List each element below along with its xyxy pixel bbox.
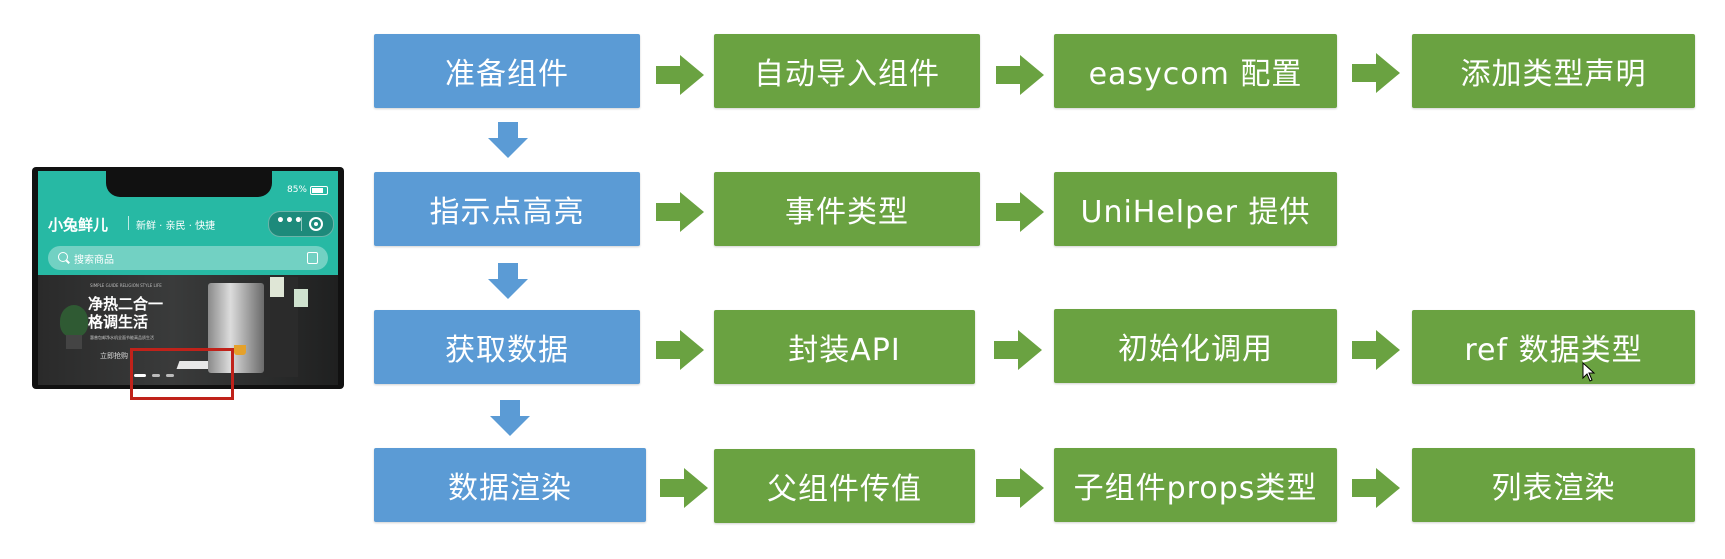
swiper-banner[interactable]: SIMPLE GUIDE RELIGION STYLE LIFE 净热二合一 格… <box>38 275 338 385</box>
plant-pot <box>66 335 82 349</box>
more-icon[interactable]: ••• <box>276 213 303 229</box>
arrow-right-icon <box>1352 53 1400 93</box>
arrow-right-icon <box>996 192 1044 232</box>
banner-link[interactable]: 立即抢购 <box>100 352 128 360</box>
step-render-data: 数据渲染 <box>374 448 646 522</box>
phone-notch <box>106 171 272 197</box>
item-easycom-config: easycom 配置 <box>1054 34 1337 108</box>
target-icon[interactable] <box>309 217 323 231</box>
arrow-down-icon <box>488 263 528 299</box>
phone-mockup: 85% 小兔鲜儿 新鲜 · 亲民 · 快捷 ••• 搜索商品 SIMPLE GU… <box>32 167 344 389</box>
scan-icon[interactable] <box>307 252 318 264</box>
item-parent-pass-value: 父组件传值 <box>714 449 975 523</box>
indicator-dot-active[interactable] <box>134 374 146 377</box>
phone-screen: 85% 小兔鲜儿 新鲜 · 亲民 · 快捷 ••• 搜索商品 SIMPLE GU… <box>38 171 338 385</box>
battery-icon <box>310 185 328 195</box>
banner-subtitle: 惠普包邮净水机全面节能高品质生活 <box>90 335 154 340</box>
battery-status: 85% <box>287 185 328 195</box>
item-ref-data-type: ref 数据类型 <box>1412 310 1695 384</box>
search-input[interactable]: 搜索商品 <box>48 246 328 270</box>
search-icon <box>58 252 68 262</box>
banner-title-line1: 净热二合一 <box>88 295 164 313</box>
mini-program-capsule[interactable]: ••• <box>268 211 334 237</box>
banner-title-line2: 格调生活 <box>88 313 149 331</box>
app-tagline: 新鲜 · 亲民 · 快捷 <box>136 221 216 232</box>
item-auto-import: 自动导入组件 <box>714 34 980 108</box>
arrow-right-icon <box>1352 330 1400 370</box>
arrow-down-icon <box>488 122 528 158</box>
app-header: 85% 小兔鲜儿 新鲜 · 亲民 · 快捷 ••• 搜索商品 <box>38 171 338 275</box>
coffee-machine-image <box>208 283 264 373</box>
plant-image <box>60 305 88 337</box>
item-type-declaration: 添加类型声明 <box>1412 34 1695 108</box>
glass-image <box>234 345 246 355</box>
item-event-type: 事件类型 <box>714 172 980 246</box>
search-placeholder: 搜索商品 <box>74 255 114 266</box>
item-list-render: 列表渲染 <box>1412 448 1695 522</box>
item-init-call: 初始化调用 <box>1054 309 1337 383</box>
cursor-icon <box>1582 362 1596 382</box>
step-fetch-data: 获取数据 <box>374 310 640 384</box>
frame-image-2 <box>294 289 308 307</box>
arrow-right-icon <box>660 468 708 508</box>
arrow-right-icon <box>996 468 1044 508</box>
arrow-right-icon <box>994 330 1042 370</box>
indicator-dot[interactable] <box>166 374 174 377</box>
brand-divider <box>128 216 129 230</box>
banner-title: 净热二合一 格调生活 <box>88 295 163 331</box>
indicator-highlight-box <box>130 348 234 400</box>
banner-small-text: SIMPLE GUIDE RELIGION STYLE LIFE <box>90 283 162 288</box>
arrow-right-icon <box>656 192 704 232</box>
arrow-right-icon <box>1352 468 1400 508</box>
step-indicator-highlight: 指示点高亮 <box>374 172 640 246</box>
step-prepare-components: 准备组件 <box>374 34 640 108</box>
item-child-props-type: 子组件props类型 <box>1054 448 1337 522</box>
item-unihelper: UniHelper 提供 <box>1054 172 1337 246</box>
battery-text: 85% <box>286 185 307 195</box>
app-brand: 小兔鲜儿 <box>48 216 109 234</box>
frame-image-1 <box>270 277 284 297</box>
item-wrap-api: 封装API <box>714 310 975 384</box>
arrow-down-icon <box>490 400 530 436</box>
capsule-divider <box>301 217 302 231</box>
indicator-dot[interactable] <box>152 374 160 377</box>
arrow-right-icon <box>656 55 704 95</box>
arrow-right-icon <box>656 330 704 370</box>
arrow-right-icon <box>996 55 1044 95</box>
